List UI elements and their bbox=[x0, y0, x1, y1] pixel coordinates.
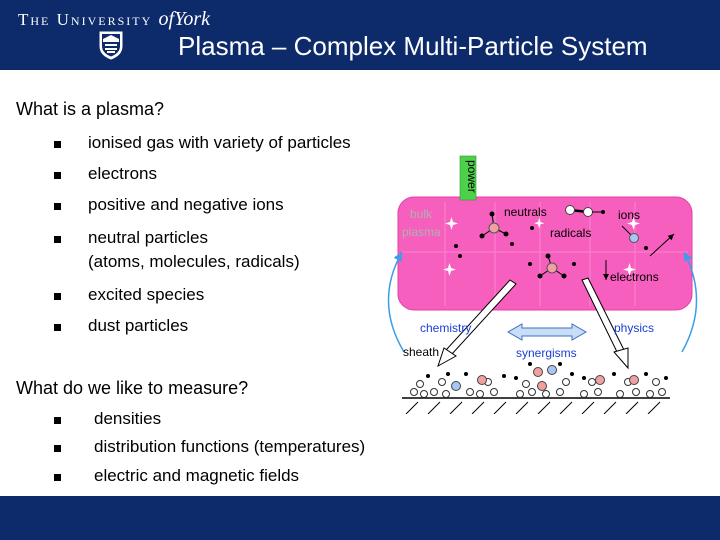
list-item: electric and magnetic fields bbox=[94, 466, 300, 485]
list-item: ionised gas with variety of particles bbox=[88, 133, 351, 152]
plasma-grid bbox=[402, 202, 688, 306]
neutral-molecule-icon bbox=[565, 205, 605, 217]
ions-label: ions bbox=[618, 208, 640, 222]
bullet-marker bbox=[54, 445, 61, 452]
surface-adsorbates bbox=[410, 362, 668, 398]
list-item: electrons bbox=[88, 164, 157, 183]
university-york: York bbox=[174, 8, 211, 30]
power-label: power bbox=[465, 160, 479, 193]
chemistry-feedback-arrow bbox=[387, 251, 405, 353]
header-bar: The University ofYork Plasma – Complex M… bbox=[0, 0, 720, 70]
bullet-marker bbox=[54, 172, 61, 179]
list-item: neutral particles bbox=[88, 228, 209, 247]
list-item: distribution functions (temperatures) bbox=[94, 437, 366, 456]
bulk-label: bulk bbox=[410, 207, 433, 221]
list-item-continuation: (atoms, molecules, radicals) bbox=[88, 252, 300, 271]
ion-particle-icon bbox=[621, 225, 675, 257]
radicals-label: radicals bbox=[550, 226, 591, 240]
bullet-marker bbox=[54, 236, 61, 243]
bullet-marker bbox=[54, 417, 61, 424]
power-bar bbox=[459, 155, 477, 201]
bullet-marker bbox=[54, 141, 61, 148]
list-item: densities bbox=[94, 409, 162, 428]
footer-bar bbox=[0, 496, 720, 540]
university-prefix: The University bbox=[18, 10, 153, 29]
radical-molecule-icon bbox=[479, 211, 534, 239]
question-plasma: What is a plasma? bbox=[16, 99, 165, 119]
sheath-arrows bbox=[437, 277, 629, 370]
list-item: dust particles bbox=[88, 316, 189, 335]
radical-molecule-icon bbox=[537, 253, 576, 279]
list-item: excited species bbox=[88, 285, 205, 304]
synergisms-label: synergisms bbox=[516, 346, 577, 360]
sheath-label: sheath bbox=[403, 345, 439, 359]
electrons-label: electrons bbox=[610, 270, 659, 284]
slide-title: Plasma – Complex Multi-Particle System bbox=[178, 31, 648, 61]
question-measure: What do we like to measure? bbox=[16, 378, 249, 398]
physics-label: physics bbox=[614, 321, 654, 335]
crest-icon bbox=[99, 31, 123, 60]
excited-species-sparkles bbox=[443, 217, 640, 276]
bullet-marker bbox=[54, 324, 61, 331]
electron-dots bbox=[454, 242, 532, 266]
bullet-marker bbox=[54, 293, 61, 300]
surface bbox=[402, 397, 670, 414]
chemistry-label: chemistry bbox=[420, 321, 471, 335]
physics-feedback-arrow bbox=[681, 251, 698, 353]
plasma-label: plasma bbox=[402, 225, 441, 239]
synergy-double-arrow bbox=[506, 323, 588, 341]
plasma-diagram: power bulk plasma neutrals ions radicals… bbox=[387, 155, 698, 414]
bullet-marker bbox=[54, 474, 61, 481]
list-item: positive and negative ions bbox=[88, 195, 284, 214]
university-logo-text: The University ofYork bbox=[18, 8, 210, 31]
university-of: of bbox=[158, 8, 175, 30]
bullet-marker bbox=[54, 203, 61, 210]
neutrals-label: neutrals bbox=[504, 205, 547, 219]
